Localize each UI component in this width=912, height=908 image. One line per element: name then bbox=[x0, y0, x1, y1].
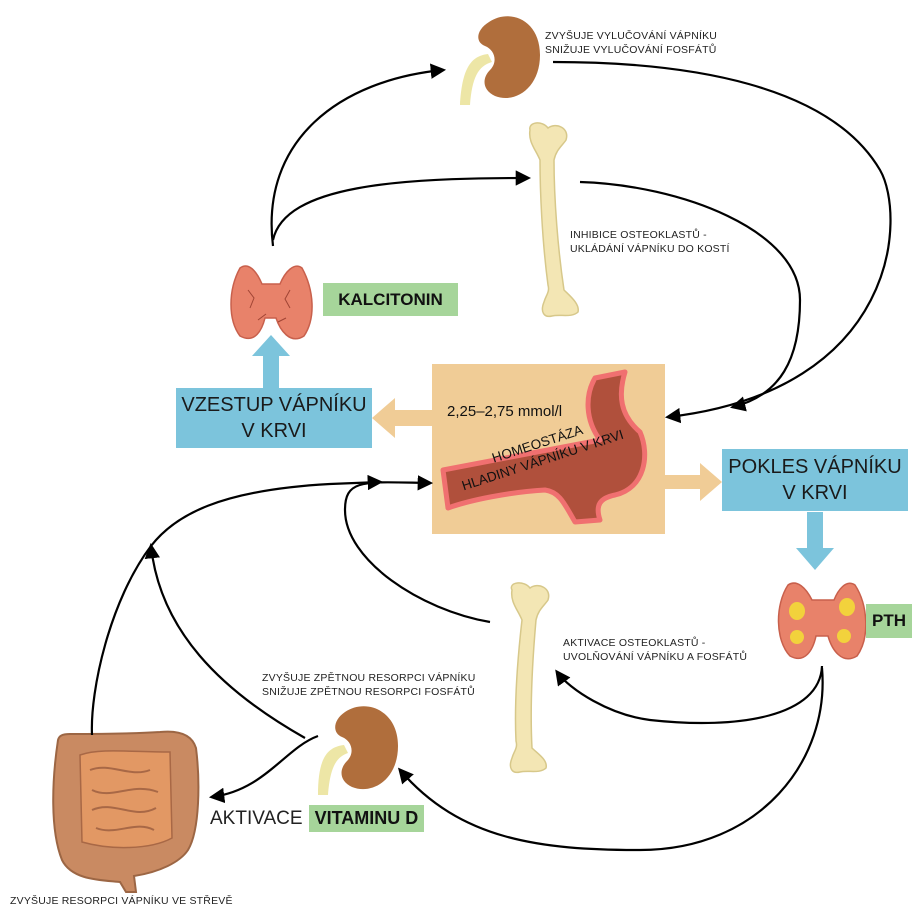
bone-top-effect-line2: UKLÁDÁNÍ VÁPNÍKU DO KOSTÍ bbox=[570, 242, 730, 256]
bone-icon-top bbox=[530, 123, 579, 316]
activation-prefix: AKTIVACE bbox=[210, 808, 303, 830]
arrow-kidney-to-intestine bbox=[212, 736, 318, 797]
intestine-effect: ZVYŠUJE RESORPCI VÁPNÍKU VE STŘEVĚ bbox=[10, 894, 233, 908]
bone-icon-bottom bbox=[510, 583, 548, 772]
kidney-bottom-effect: ZVYŠUJE ZPĚTNOU RESORPCI VÁPNÍKU SNIŽUJE… bbox=[262, 671, 476, 699]
arrow-left-tan bbox=[372, 398, 432, 438]
kidney-icon-bottom bbox=[318, 706, 398, 795]
arrow-right-tan bbox=[665, 463, 722, 501]
calcium-range: 2,25–2,75 mmol/l bbox=[447, 403, 562, 420]
calcium-rise-box: VZESTUP VÁPNÍKU V KRVI bbox=[176, 388, 372, 448]
arrow-up-blue bbox=[252, 335, 290, 388]
arrow-pth-to-bone bbox=[557, 666, 822, 723]
calcium-drop-box: POKLES VÁPNÍKU V KRVI bbox=[722, 449, 908, 511]
kidney-top-effect-line2: SNIŽUJE VYLUČOVÁNÍ FOSFÁTŮ bbox=[545, 43, 717, 57]
kidney-top-effect: ZVYŠUJE VYLUČOVÁNÍ VÁPNÍKU SNIŽUJE VYLUČ… bbox=[545, 29, 717, 57]
thyroid-icon bbox=[231, 266, 312, 339]
calcium-drop-line1: POKLES VÁPNÍKU bbox=[728, 454, 901, 480]
calcium-rise-line1: VZESTUP VÁPNÍKU bbox=[181, 392, 366, 418]
bone-bottom-effect-line1: AKTIVACE OSTEOKLASTŮ - bbox=[563, 636, 747, 650]
arrow-thyroid-to-kidney bbox=[272, 70, 443, 246]
kidney-top-effect-line1: ZVYŠUJE VYLUČOVÁNÍ VÁPNÍKU bbox=[545, 29, 717, 43]
kidney-icon-top bbox=[460, 16, 540, 105]
bone-top-effect: INHIBICE OSTEOKLASTŮ - UKLÁDÁNÍ VÁPNÍKU … bbox=[570, 228, 730, 256]
arrow-kidney-to-junction bbox=[151, 546, 305, 738]
kidney-bottom-effect-line1: ZVYŠUJE ZPĚTNOU RESORPCI VÁPNÍKU bbox=[262, 671, 476, 685]
arrow-down-blue bbox=[796, 512, 834, 570]
vitamin-d-badge: VITAMINU D bbox=[309, 805, 425, 832]
calcitonin-badge: KALCITONIN bbox=[323, 283, 458, 316]
arrow-thyroid-to-bone bbox=[273, 178, 528, 240]
pth-badge: PTH bbox=[866, 604, 912, 638]
bone-bottom-effect-line2: UVOLŇOVÁNÍ VÁPNÍKU A FOSFÁTŮ bbox=[563, 650, 747, 664]
vitamin-d-activation: AKTIVACE VITAMINU D bbox=[210, 805, 424, 832]
bone-bottom-effect: AKTIVACE OSTEOKLASTŮ - UVOLŇOVÁNÍ VÁPNÍK… bbox=[563, 636, 747, 664]
bone-top-effect-line1: INHIBICE OSTEOKLASTŮ - bbox=[570, 228, 730, 242]
calcium-rise-line2: V KRVI bbox=[181, 418, 366, 444]
kidney-bottom-effect-line2: SNIŽUJE ZPĚTNOU RESORPCI FOSFÁTŮ bbox=[262, 685, 476, 699]
parathyroid-icon bbox=[778, 583, 865, 659]
intestine-icon bbox=[53, 732, 198, 892]
calcium-drop-line2: V KRVI bbox=[728, 480, 901, 506]
